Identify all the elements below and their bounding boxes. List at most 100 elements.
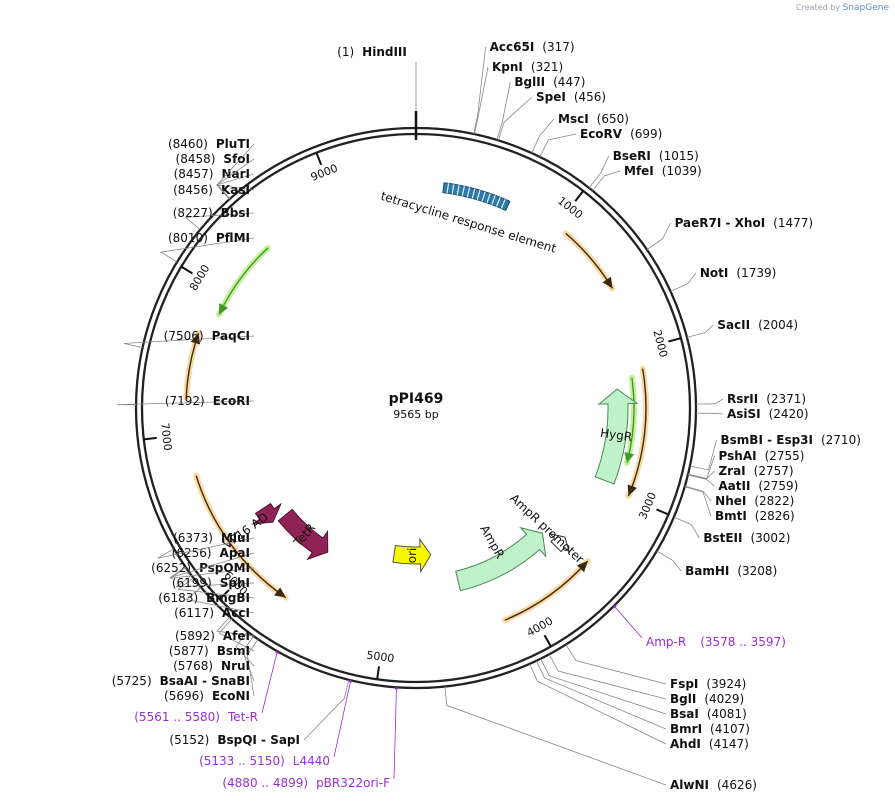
site-pos: (8456) xyxy=(173,183,213,197)
site-leader xyxy=(588,155,610,189)
site-label: AatII(2759) xyxy=(718,479,798,493)
site-name: BbsI xyxy=(221,206,250,220)
site-label: AlwNI(4626) xyxy=(670,778,757,792)
feature-tetr xyxy=(277,508,329,561)
feature-label-tetracycline-response-element: tetracycline response element xyxy=(379,189,558,256)
site-leader xyxy=(687,474,715,487)
tre-stripe xyxy=(466,187,471,198)
site-name: Acc65I xyxy=(490,40,535,54)
tick-mark xyxy=(656,508,669,516)
site-name: SfoI xyxy=(223,152,250,166)
tre-stripe xyxy=(481,191,486,202)
site-name: BglII xyxy=(514,75,545,89)
site-name: PluTI xyxy=(216,137,250,151)
site-pos: (5725) xyxy=(112,674,152,688)
site-leader xyxy=(235,631,255,667)
primer-label: (5133 .. 5150)L4440 xyxy=(199,754,330,768)
tre-stripe xyxy=(471,188,476,199)
tick-mark xyxy=(543,634,552,647)
site-leader xyxy=(529,663,667,745)
site-pos: (6183) xyxy=(158,591,198,605)
site-name: MfeI xyxy=(624,164,654,178)
tre-stripe xyxy=(446,183,450,194)
site-name: ZraI xyxy=(718,464,745,478)
orf-line xyxy=(195,475,287,599)
site-leader xyxy=(474,66,489,135)
site-pos: (1015) xyxy=(659,149,699,163)
site-label: (6199)SphI xyxy=(172,576,250,590)
site-pos: (456) xyxy=(574,90,606,104)
site-leader xyxy=(536,660,667,730)
tick-label: 7000 xyxy=(158,422,174,451)
tick-mark xyxy=(574,190,584,202)
site-leader xyxy=(177,577,255,599)
credit-brand: SnapGene xyxy=(842,3,889,13)
orf-arrowhead xyxy=(190,333,201,345)
tick-mark xyxy=(668,337,682,343)
site-label: (8458) SfoI xyxy=(176,152,250,166)
site-label: EcoRV(699) xyxy=(580,127,662,141)
site-label: Acc65I (317) xyxy=(490,40,575,54)
site-leader xyxy=(159,237,255,263)
site-name: NotI xyxy=(700,266,729,280)
site-pos: (4147) xyxy=(709,737,749,751)
site-label: (5892)AfeI xyxy=(175,629,250,643)
tick-label: 5000 xyxy=(366,649,396,666)
site-pos: (4626) xyxy=(717,778,757,792)
orf-glow xyxy=(562,230,616,292)
site-label: MfeI(1039) xyxy=(624,164,702,178)
tick-label: 3000 xyxy=(636,490,659,521)
site-pos: (650) xyxy=(597,112,629,126)
site-label: (8457)NarI xyxy=(174,167,250,181)
site-label: NotI(1739) xyxy=(700,266,776,280)
site-pos: (2826) xyxy=(755,509,795,523)
site-name: NruI xyxy=(221,659,250,673)
site-leader xyxy=(246,638,259,697)
site-name: PspOMI xyxy=(199,561,250,575)
primer-name: Amp-R xyxy=(646,635,686,649)
tre-stripe xyxy=(451,184,455,195)
site-pos: (6252) xyxy=(151,561,191,575)
site-pos: (8010) xyxy=(168,231,208,245)
site-pos: (317) xyxy=(542,40,574,54)
site-pos: (699) xyxy=(630,127,662,141)
site-label: (5152)BspQI - SapI xyxy=(169,733,300,747)
site-label: ZraI(2757) xyxy=(718,464,793,478)
site-leader xyxy=(540,658,667,715)
site-leader xyxy=(170,567,255,579)
site-pos: (8458) xyxy=(176,152,216,166)
site-leader xyxy=(673,516,700,539)
site-label: SpeI(456) xyxy=(536,90,606,104)
primer-label: (5561 .. 5580)Tet-R xyxy=(134,710,258,724)
orf-arrowhead xyxy=(576,560,588,573)
site-label: (1)HindIII xyxy=(337,45,407,59)
site-pos: (3924) xyxy=(706,677,746,691)
site-label: (5768)NruI xyxy=(173,659,250,673)
feature-ampr-promoter xyxy=(548,532,571,554)
site-name: PaeR7I - XhoI xyxy=(675,216,766,230)
site-pos: (3002) xyxy=(750,531,790,545)
site-name: BstEII xyxy=(703,531,742,545)
primer-leader xyxy=(333,681,351,758)
feature-ampr xyxy=(455,526,547,592)
site-label: BstEII (3002) xyxy=(703,531,790,545)
tick-mark xyxy=(315,152,323,166)
primer-range: (5561 .. 5580) xyxy=(134,710,220,724)
site-label: BamHI(3208) xyxy=(685,564,777,578)
site-name: NarI xyxy=(221,167,250,181)
site-label: PaeR7I - XhoI(1477) xyxy=(675,216,814,230)
site-leader xyxy=(689,439,717,471)
site-leader xyxy=(548,654,667,700)
site-name: MluI xyxy=(221,531,250,545)
site-name: AatII xyxy=(718,479,750,493)
site-name: SphI xyxy=(220,576,250,590)
site-name: PaqCI xyxy=(212,329,250,343)
feature-vp16-ad xyxy=(251,502,282,525)
site-pos: (5877) xyxy=(169,644,209,658)
tre-stripe xyxy=(496,196,501,207)
site-leader xyxy=(216,616,255,637)
site-leader xyxy=(303,679,350,741)
site-leader xyxy=(684,485,712,502)
